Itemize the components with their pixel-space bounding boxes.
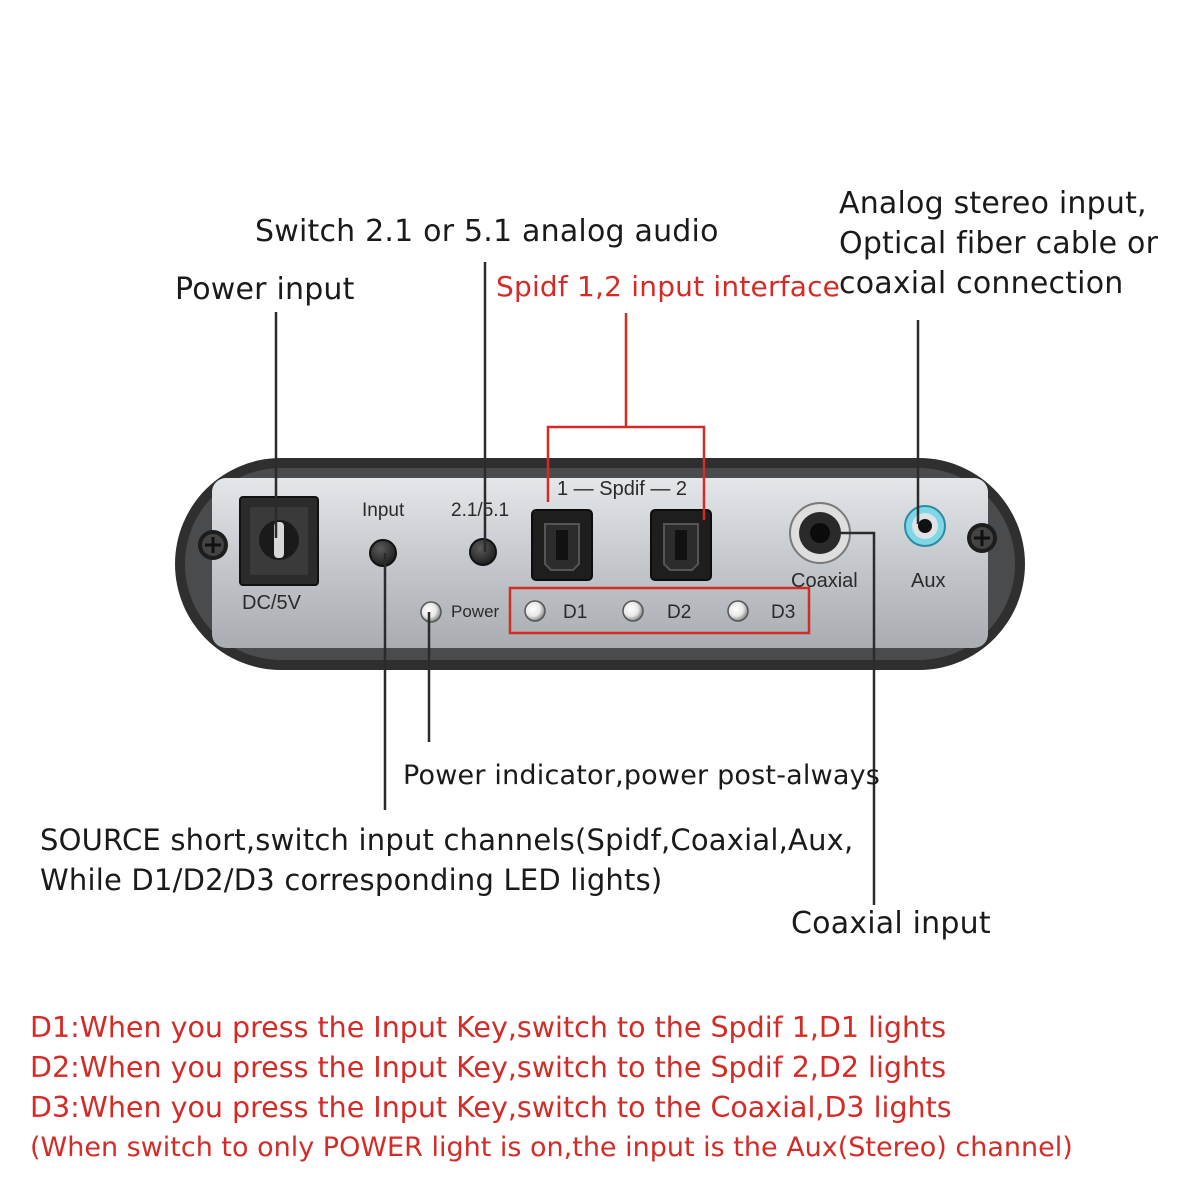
aux-desc-line: coaxial connection <box>839 266 1124 301</box>
d1-led <box>524 600 546 622</box>
note-line: D1:When you press the Input Key,switch t… <box>30 1011 947 1044</box>
coaxial-jack <box>789 502 851 564</box>
aux-label: Aux <box>911 570 946 592</box>
d1-label: D1 <box>563 602 588 623</box>
coaxial-input-callout: Coaxial input <box>791 906 991 941</box>
switch-mode-callout: Switch 2.1 or 5.1 analog audio <box>255 214 719 249</box>
spdif-port-2 <box>650 509 712 581</box>
spdif-port-1 <box>531 509 593 581</box>
source-description: SOURCE short,switch input channels(Spidf… <box>40 820 853 900</box>
aux-description: Analog stereo input, Optical fiber cable… <box>839 184 1158 304</box>
spdif-interface-callout: Spidf 1,2 input interface <box>496 270 841 303</box>
led-highlight-box <box>508 586 811 635</box>
mode-button <box>469 538 497 566</box>
source-desc-line: While D1/D2/D3 corresponding LED lights) <box>40 863 663 897</box>
led-notes: D1:When you press the Input Key,switch t… <box>30 1008 1073 1168</box>
note-line: D3:When you press the Input Key,switch t… <box>30 1091 952 1124</box>
aux-desc-line: Optical fiber cable or <box>839 226 1159 261</box>
power-indicator-callout: Power indicator,power post-always <box>403 760 881 791</box>
d3-label: D3 <box>771 602 796 623</box>
aux-jack <box>904 505 946 547</box>
note-line: (When switch to only POWER light is on,t… <box>30 1132 1073 1163</box>
coaxial-leader <box>840 531 876 905</box>
input-button <box>369 539 397 567</box>
input-label: Input <box>362 500 405 521</box>
coaxial-label: Coaxial <box>791 570 858 592</box>
source-desc-line: SOURCE short,switch input channels(Spidf… <box>40 823 854 857</box>
power-input-callout: Power input <box>175 272 355 307</box>
panel-face <box>212 478 988 648</box>
screw-icon <box>198 530 228 560</box>
mode-label: 2.1/5.1 <box>451 500 510 521</box>
spdif-label: 1 — Spdif — 2 <box>557 478 688 500</box>
d2-label: D2 <box>667 602 692 623</box>
dc-label: DC/5V <box>242 592 301 614</box>
power-led <box>420 601 442 623</box>
power-led-label: Power <box>451 602 500 621</box>
d2-led <box>622 600 644 622</box>
screw-icon <box>967 523 997 553</box>
dc-power-jack <box>239 496 319 586</box>
note-line: D2:When you press the Input Key,switch t… <box>30 1051 947 1084</box>
aux-desc-line: Analog stereo input, <box>839 186 1147 221</box>
d3-led <box>727 600 749 622</box>
